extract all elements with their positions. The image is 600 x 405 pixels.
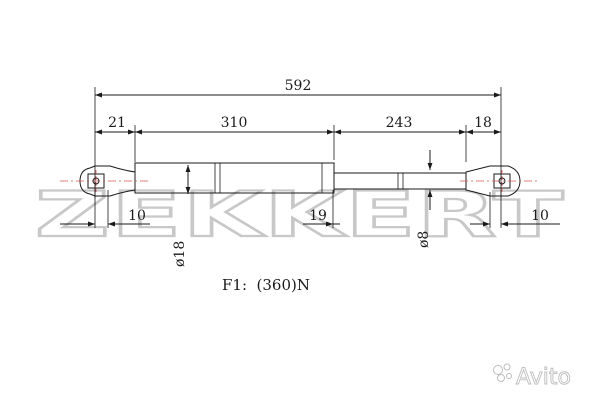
dim-body-end: 19 xyxy=(309,208,327,224)
zekkert-watermark: ZEKKERT xyxy=(34,177,565,252)
gas-spring-outline xyxy=(79,162,521,197)
avito-watermark: Avito xyxy=(493,363,571,390)
dim-overall: 592 xyxy=(285,78,312,94)
dim-body-diameter: ø18 xyxy=(172,241,188,267)
dim-left-eye: 10 xyxy=(128,208,146,224)
centerline xyxy=(60,170,540,192)
dim-rod-diameter: ø8 xyxy=(416,231,432,248)
force-label: F1: (360)N xyxy=(222,276,310,294)
dim-left-end: 21 xyxy=(108,115,126,131)
dim-right-end: 18 xyxy=(474,115,492,131)
svg-text:Avito: Avito xyxy=(516,365,571,390)
dim-rod: 243 xyxy=(386,115,413,131)
dimension-labels: 592 21 310 243 18 10 19 10 ø18 ø8 xyxy=(108,78,549,267)
svg-text:ZEKKERT: ZEKKERT xyxy=(35,178,565,251)
dimension-lines xyxy=(60,92,560,227)
dim-body: 310 xyxy=(221,115,248,131)
dim-right-eye: 10 xyxy=(531,208,549,224)
